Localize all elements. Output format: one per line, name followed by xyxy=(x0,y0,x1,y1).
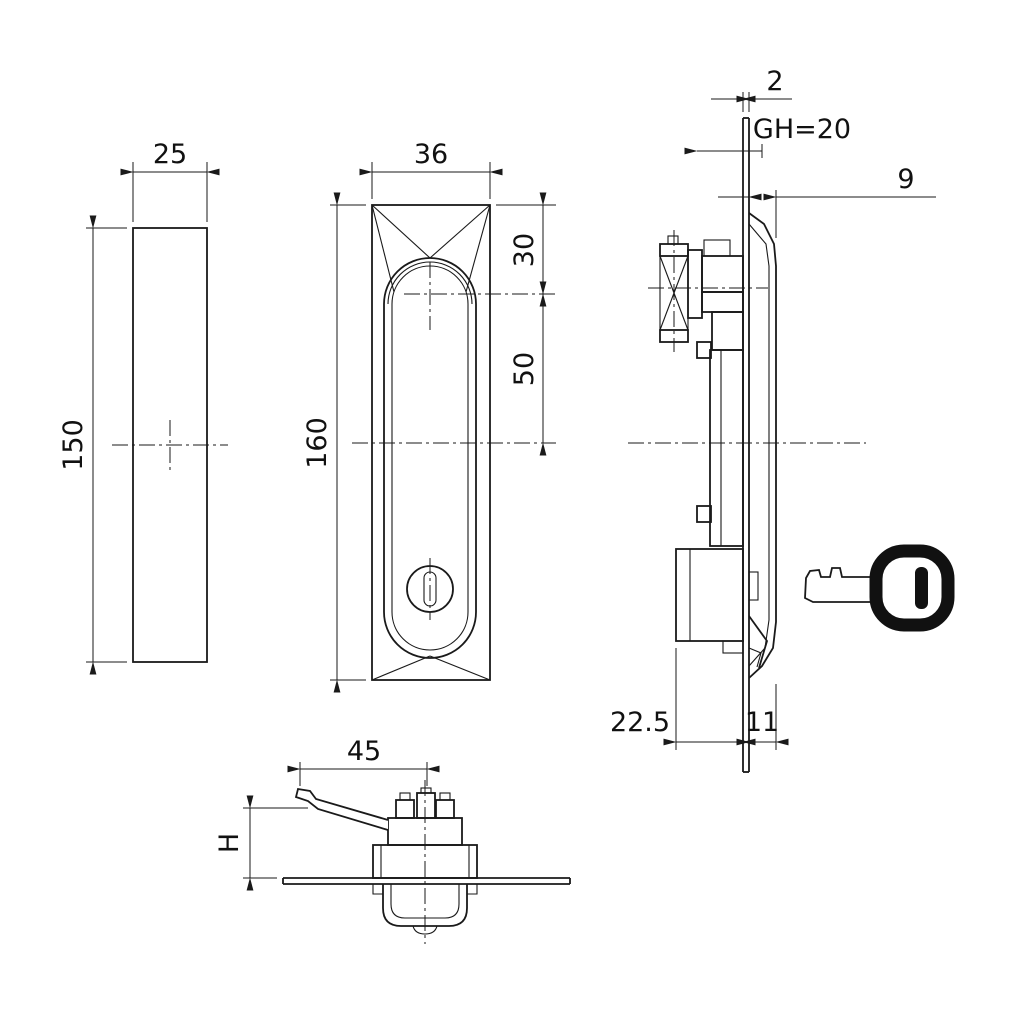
dim-panel-thickness: 2 xyxy=(766,66,783,97)
handle-recess-inner xyxy=(391,265,469,651)
latch-cam xyxy=(748,615,768,669)
cam-lever xyxy=(294,787,389,831)
dim-bar-width: 25 xyxy=(153,139,187,170)
dim-front-offset: 9 xyxy=(897,164,914,195)
dim-front-depth: 11 xyxy=(745,707,779,738)
dim-rear-depth: 22.5 xyxy=(610,707,670,738)
top-view: 45 H xyxy=(214,736,571,944)
handle-profile xyxy=(748,212,777,679)
key-bow-slot xyxy=(915,567,928,609)
dim-front-width: 36 xyxy=(414,139,448,170)
key-blade xyxy=(804,567,877,603)
key-icon xyxy=(804,544,955,632)
dim-bar-height: 150 xyxy=(58,419,89,471)
cylinder-housing xyxy=(675,548,744,642)
handle-recess-outer xyxy=(383,257,477,659)
side-section-view: 2 GH=20 9 22.5 11 xyxy=(610,66,955,773)
dim-cam-length: 45 xyxy=(347,736,381,767)
latch-mechanism xyxy=(659,235,768,669)
left-profile-view: 25 150 xyxy=(58,139,228,675)
front-view: 36 160 30 50 xyxy=(302,139,556,693)
key-bow xyxy=(869,544,955,632)
dim-grip-height: GH=20 xyxy=(753,114,851,145)
dim-front-height: 160 xyxy=(302,417,333,469)
dim-arc-offset: 30 xyxy=(509,233,540,267)
dim-center-offset: 50 xyxy=(509,352,540,386)
dim-cam-height: H xyxy=(214,833,245,853)
